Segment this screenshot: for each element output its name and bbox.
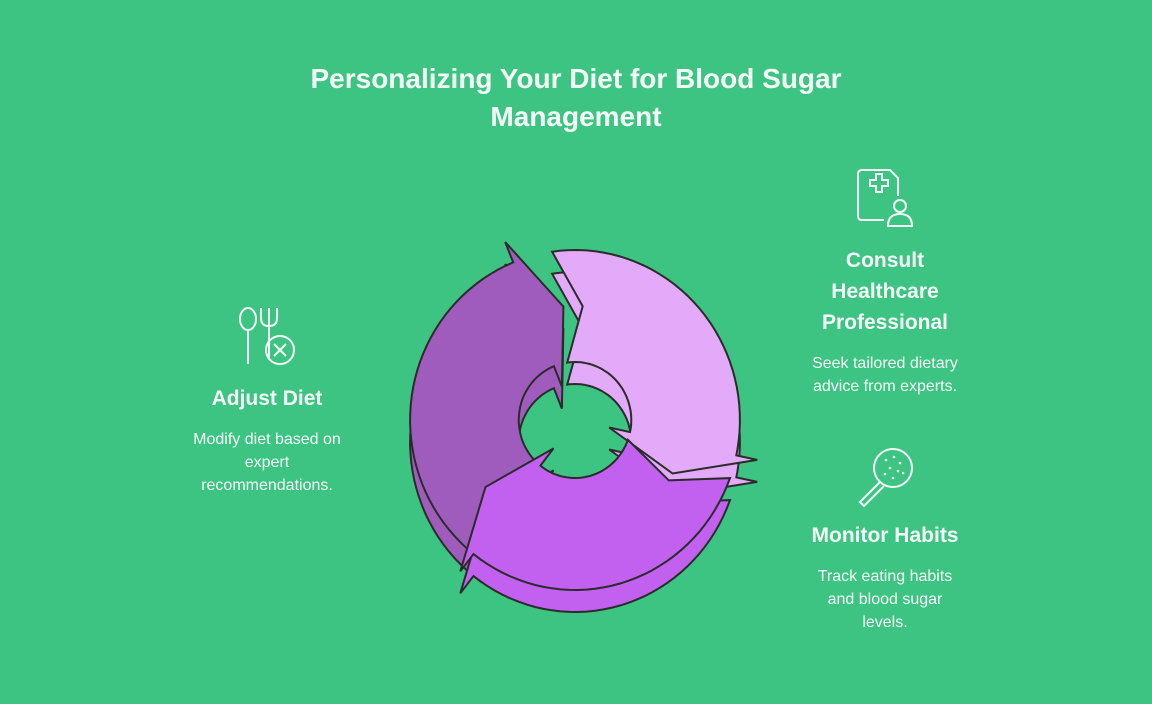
title-line: Professional	[821, 311, 949, 334]
fork-spoon-cancel-icon	[239, 307, 295, 365]
desc-line: expert	[244, 454, 290, 471]
step-description: Seek tailored dietary advice from expert…	[775, 352, 995, 398]
desc-line: Modify diet based on	[193, 431, 341, 448]
title-line: Healthcare	[831, 280, 939, 303]
step-title: Adjust Diet	[211, 387, 323, 410]
title-line-1: Personalizing Your Diet for Blood Sugar	[310, 63, 842, 94]
step-adjust-diet: Adjust Diet Modify diet based on expert …	[157, 383, 377, 497]
step-description: Track eating habits and blood sugar leve…	[775, 565, 995, 634]
page-title: Personalizing Your Diet for Blood Sugar …	[0, 60, 1152, 136]
step-title: Monitor Habits	[811, 524, 959, 547]
step-monitor-habits: Monitor Habits Track eating habits and b…	[775, 520, 995, 634]
desc-line: Seek tailored dietary	[812, 355, 958, 372]
desc-line: levels.	[862, 614, 908, 631]
step-title: Consult Healthcare Professional	[775, 245, 995, 338]
arrow-adjust-diet	[409, 241, 565, 562]
step-consult-professional: Consult Healthcare Professional Seek tai…	[775, 245, 995, 398]
desc-line: recommendations.	[201, 477, 333, 494]
desc-line: Track eating habits	[817, 568, 953, 585]
title-line: Consult	[845, 249, 925, 272]
desc-line: and blood sugar	[827, 591, 943, 608]
desc-line: advice from experts.	[812, 378, 958, 395]
magnifier-icon	[858, 448, 913, 508]
medical-document-person-icon	[857, 169, 914, 227]
step-description: Modify diet based on expert recommendati…	[157, 428, 377, 497]
arrow-consult-professional	[550, 248, 758, 475]
title-line-2: Management	[490, 101, 662, 132]
arrow-monitor-habits	[459, 438, 732, 592]
